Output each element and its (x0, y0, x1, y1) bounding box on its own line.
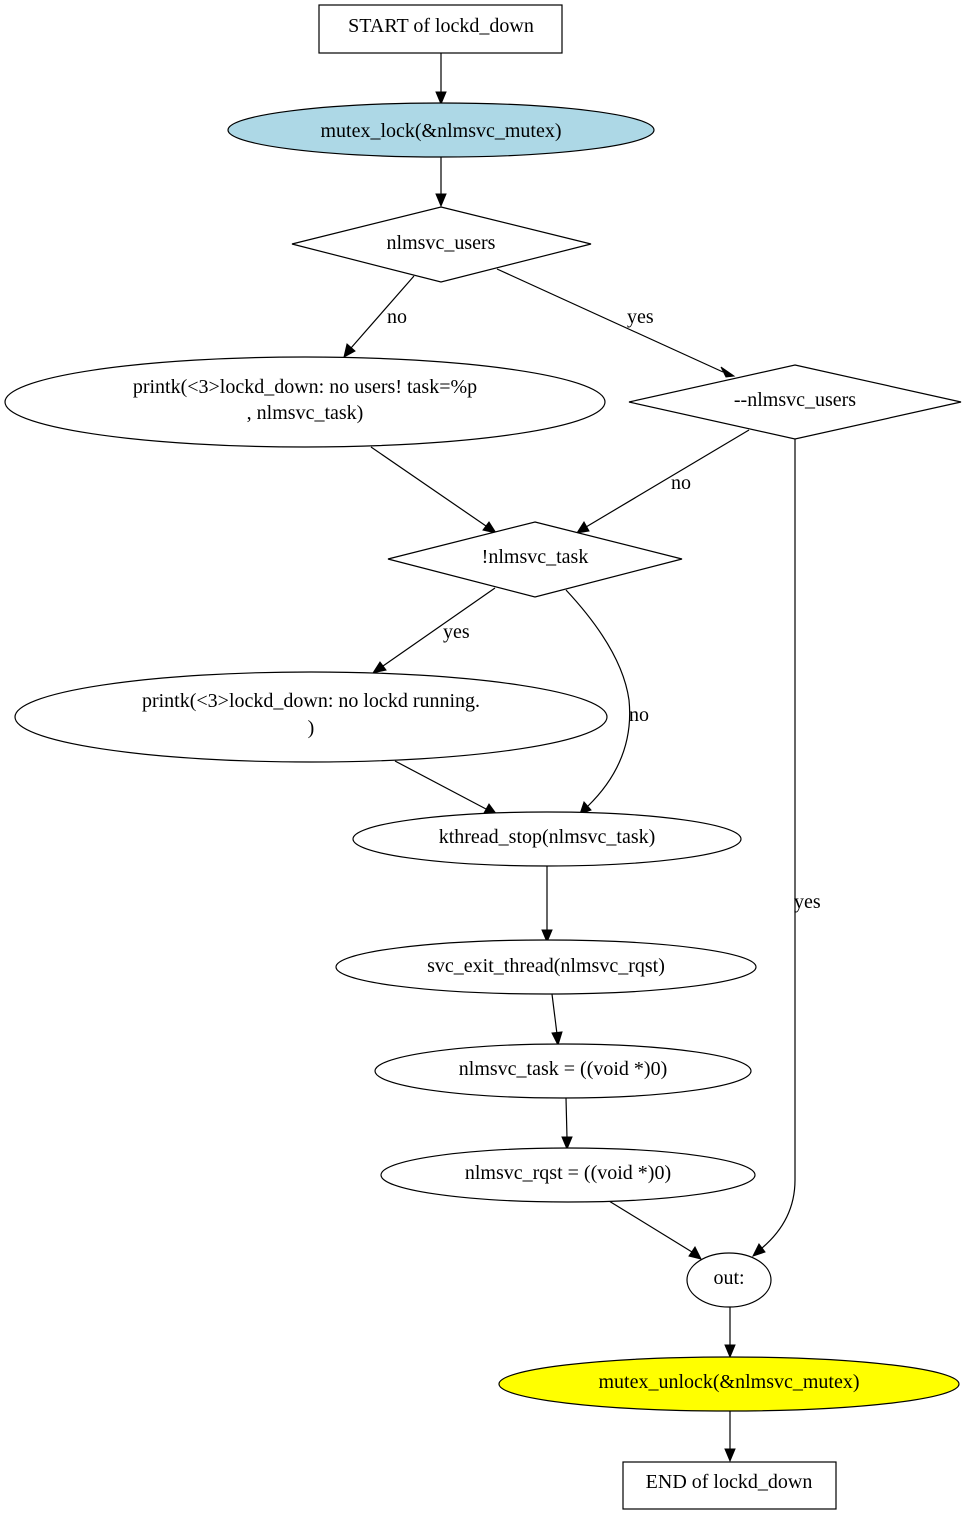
out-label-node: out: (686, 1252, 772, 1308)
task-null-label: nlmsvc_task = ((void *)0) (459, 1058, 667, 1080)
end-node: END of lockd_down (622, 1461, 837, 1510)
start-node: START of lockd_down (318, 4, 563, 54)
no-lockd-printk-node: printk(<3>lockd_down: no lockd running. … (14, 671, 608, 763)
rqst-null-label: nlmsvc_rqst = ((void *)0) (465, 1162, 671, 1184)
edge-start-to-mutex-lock (435, 53, 447, 106)
kthread-stop-node: kthread_stop(nlmsvc_task) (352, 811, 742, 867)
decrement-users-decision: --nlmsvc_users (628, 364, 962, 440)
edge-label-no: no (629, 704, 649, 726)
svc-exit-thread-label: svc_exit_thread(nlmsvc_rqst) (427, 955, 665, 977)
task-null-node: nlmsvc_task = ((void *)0) (374, 1043, 752, 1099)
edge-task-check-yes: yes (371, 587, 496, 674)
mutex-unlock-node: mutex_unlock(&nlmsvc_mutex) (498, 1356, 960, 1412)
edge-decrement-no: no (575, 429, 750, 534)
edge-users-check-yes: yes (496, 268, 736, 378)
edge-task-null-to-rqst-null (561, 1097, 573, 1151)
edge-kthread-stop-to-svc-exit (541, 866, 553, 944)
mutex-unlock-label: mutex_unlock(&nlmsvc_mutex) (598, 1371, 859, 1393)
task-check-decision: !nlmsvc_task (387, 521, 683, 598)
mutex-lock-node: mutex_lock(&nlmsvc_mutex) (227, 102, 655, 158)
no-lockd-printk-line-2: ) (308, 717, 315, 739)
edge-label-no: no (671, 472, 691, 494)
edge-mutex-unlock-to-end (724, 1410, 736, 1463)
edge-task-check-no: no (565, 589, 649, 815)
edge-rqst-null-to-out (608, 1200, 702, 1260)
edge-mutex-lock-to-users-check (435, 157, 447, 208)
out-label: out: (713, 1267, 744, 1289)
users-check-decision: nlmsvc_users (291, 206, 592, 283)
edge-label-no: no (387, 306, 407, 328)
no-lockd-printk-line-1: printk(<3>lockd_down: no lockd running. (142, 690, 480, 712)
edge-no-users-print-to-task-check (370, 446, 498, 534)
no-users-printk-line-2: , nlmsvc_task) (247, 402, 364, 424)
users-check-label: nlmsvc_users (387, 232, 496, 254)
edge-out-to-mutex-unlock (724, 1306, 736, 1359)
edge-decrement-yes: yes (752, 439, 821, 1257)
edge-label-yes: yes (443, 621, 470, 643)
no-users-printk-node: printk(<3>lockd_down: no users! task=%p … (4, 356, 606, 448)
svc-exit-thread-node: svc_exit_thread(nlmsvc_rqst) (335, 939, 757, 995)
edge-label-yes: yes (627, 306, 654, 328)
start-node-label: START of lockd_down (348, 15, 534, 37)
edge-label-yes: yes (794, 891, 821, 913)
end-node-label: END of lockd_down (646, 1471, 813, 1493)
edge-no-lockd-print-to-kthread-stop (394, 760, 499, 816)
decrement-users-label: --nlmsvc_users (734, 389, 856, 411)
edge-svc-exit-to-task-null (551, 993, 563, 1047)
no-users-printk-line-1: printk(<3>lockd_down: no users! task=%p (133, 376, 477, 398)
mutex-lock-label: mutex_lock(&nlmsvc_mutex) (320, 120, 561, 142)
mutex-lock-ellipse (227, 102, 655, 158)
edges: no yes no yes yes (343, 53, 821, 1463)
nodes: START of lockd_down mutex_lock(&nlmsvc_m… (4, 4, 962, 1510)
task-check-label: !nlmsvc_task (482, 546, 589, 568)
edge-users-check-no: no (343, 275, 415, 358)
rqst-null-node: nlmsvc_rqst = ((void *)0) (380, 1147, 756, 1203)
kthread-stop-label: kthread_stop(nlmsvc_task) (439, 826, 656, 848)
